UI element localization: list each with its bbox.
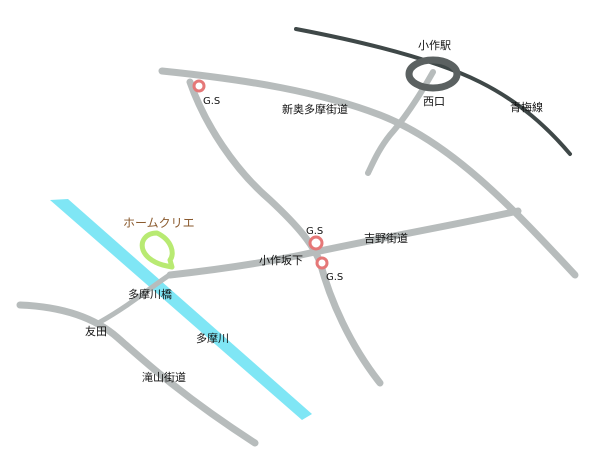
label-ozakushita: 小作坂下 xyxy=(259,254,303,267)
road-takiyama-kaido xyxy=(16,301,259,447)
label-yoshino-kaido: 吉野街道 xyxy=(364,232,408,245)
label-station: 小作駅 xyxy=(418,39,451,52)
label-home-crie: ホームクリエ xyxy=(123,216,195,230)
railway-ome-line xyxy=(294,27,572,156)
label-station-exit: 西口 xyxy=(423,95,445,108)
label-shin-ome-kaido: 新奥多摩街道 xyxy=(282,103,348,116)
station-ring-icon xyxy=(405,56,461,92)
tamagawa-river xyxy=(50,199,312,420)
label-tamagawa: 多摩川 xyxy=(196,332,229,345)
label-gs-lower: G.S xyxy=(326,272,344,283)
road-tamagawa-bridge xyxy=(97,273,171,325)
map-pin-icon xyxy=(192,79,206,93)
road-station-connector xyxy=(365,69,436,176)
label-gs-upper: G.S xyxy=(306,226,324,237)
label-takiyama-kaido: 滝山街道 xyxy=(142,371,186,384)
label-tomoda: 友田 xyxy=(85,325,107,338)
label-railway: 青梅線 xyxy=(510,101,543,114)
map-pin-icon xyxy=(139,230,175,270)
label-gs-top: G.S xyxy=(203,96,221,107)
map-pin-icon xyxy=(315,256,329,270)
road-shin-ome-kaido xyxy=(158,67,579,279)
road-yoshino-kaido xyxy=(166,207,522,279)
road-north-south xyxy=(186,78,384,387)
map-pin-icon xyxy=(308,235,324,251)
label-tamagawa-bridge: 多摩川橋 xyxy=(128,288,172,301)
